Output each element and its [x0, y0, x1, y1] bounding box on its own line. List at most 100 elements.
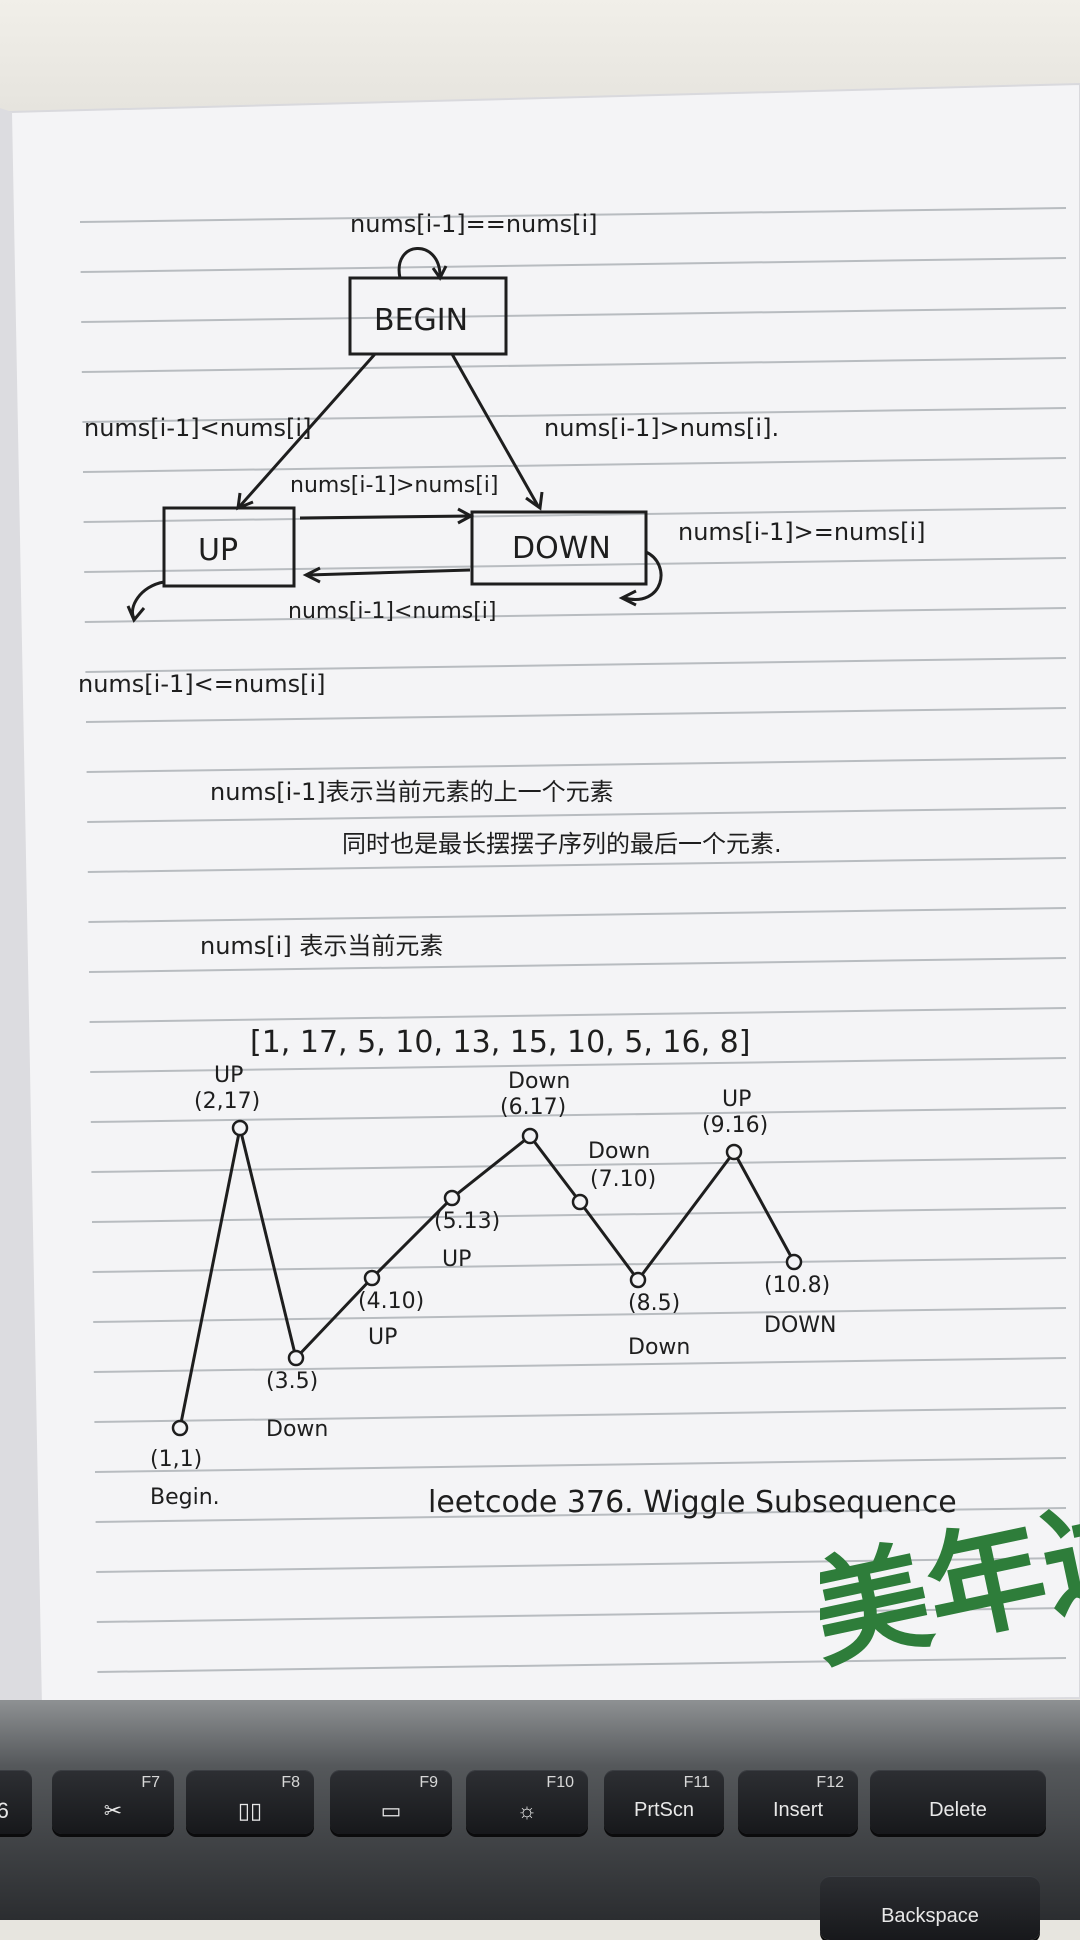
key-fn-label: F12 [816, 1774, 844, 1791]
notes: nums[i-1]表示当前元素的上一个元素 同时也是最长摆摆子序列的最后一个元素… [200, 778, 782, 1060]
ruled-line [87, 807, 1067, 823]
label-down-to-up: nums[i-1]<nums[i] [288, 599, 496, 624]
keyboard-key[interactable]: F7✂ [52, 1770, 174, 1834]
point-state: Down [266, 1417, 328, 1442]
wiggle-point [629, 1271, 647, 1289]
state-up: UP [198, 533, 238, 568]
svg-text:美年达: 美年达 [820, 1480, 1080, 1680]
wiggle-point [443, 1189, 461, 1207]
ruled-line [94, 1457, 1067, 1473]
state-labels: BEGIN UP DOWN nums[i-1]==nums[i] nums[i-… [78, 210, 926, 698]
key-label: Delete [929, 1799, 987, 1821]
wiggle-point [521, 1127, 539, 1145]
label-begin-to-down: nums[i-1]>nums[i]. [544, 414, 779, 442]
ruled-line [82, 457, 1067, 473]
point-state: UP [214, 1063, 243, 1088]
label-begin-self-loop: nums[i-1]==nums[i] [350, 210, 598, 238]
key-fn-label: F11 [683, 1774, 710, 1791]
ruled-line [86, 757, 1067, 773]
key-backspace[interactable]: Backspace [820, 1876, 1040, 1940]
key-fn-label: F10 [546, 1774, 574, 1791]
ruled-line [81, 307, 1067, 323]
state-begin: BEGIN [374, 303, 468, 338]
key-fn-label: F8 [281, 1774, 300, 1791]
point-state: Begin. [150, 1485, 220, 1510]
ruled-line [85, 657, 1067, 673]
point-coordinate: (2,17) [194, 1089, 260, 1114]
point-coordinate: (8.5) [628, 1291, 680, 1316]
ruled-line [92, 1257, 1067, 1273]
point-coordinate: (1,1) [150, 1447, 202, 1472]
ruled-line [95, 1507, 1067, 1523]
ruled-line [83, 507, 1067, 523]
point-state: Down [628, 1335, 690, 1360]
point-state: UP [442, 1247, 471, 1272]
key-label: Insert [772, 1799, 824, 1821]
wiggle-line [178, 1127, 796, 1429]
wiggle-point [231, 1119, 249, 1137]
note-line-2: 同时也是最长摆摆子序列的最后一个元素. [342, 830, 782, 858]
ruled-line [85, 707, 1067, 723]
wiggle-point [725, 1143, 743, 1161]
ruled-line [91, 1207, 1067, 1223]
key-fn-label: F9 [419, 1774, 438, 1791]
ruled-line [90, 1057, 1067, 1073]
point-state: DOWN [764, 1313, 836, 1338]
point-state: Down [508, 1069, 570, 1094]
ruled-line [80, 257, 1067, 273]
ruled-line [93, 1307, 1067, 1323]
array-text: [1, 17, 5, 10, 13, 15, 10, 5, 16, 8] [250, 1025, 750, 1060]
key-label: ☼ [516, 1798, 538, 1823]
point-state: UP [368, 1325, 397, 1350]
point-state: Down [588, 1139, 650, 1164]
keyboard-key[interactable]: Delete [870, 1770, 1046, 1834]
ruled-line [82, 407, 1067, 423]
watermark-logo: 美年达 [799, 1477, 1080, 1686]
key-label: ✂ [103, 1798, 123, 1823]
point-coordinate: (3.5) [266, 1369, 318, 1394]
ruled-line [93, 1357, 1067, 1373]
wiggle-point [571, 1193, 589, 1211]
key-label: ▭ [380, 1798, 402, 1823]
ruled-line [88, 907, 1067, 923]
keyboard-key[interactable]: F8 ▯▯ [186, 1770, 314, 1834]
point-coordinate: (4.10) [358, 1289, 424, 1314]
ruled-line [96, 1557, 1067, 1573]
ruled-line [97, 1657, 1067, 1673]
point-coordinate: (5.13) [434, 1209, 500, 1234]
point-coordinate: (7.10) [590, 1167, 656, 1192]
label-up-to-down: nums[i-1]>nums[i] [290, 473, 498, 498]
label-down-self-loop: nums[i-1]>=nums[i] [678, 518, 926, 546]
footer-title: leetcode 376. Wiggle Subsequence [428, 1485, 957, 1520]
key-label: F6 [0, 1798, 9, 1823]
label-up-self-loop: nums[i-1]<=nums[i] [78, 670, 326, 698]
wiggle-chart: (1,1)Begin.(2,17)UP(3.5)Down(4.10)UP(5.1… [150, 1063, 836, 1510]
ruled-line [94, 1407, 1067, 1423]
wiggle-point [287, 1349, 305, 1367]
ruled-line [90, 1107, 1067, 1123]
ruled-line [91, 1157, 1067, 1173]
ruled-line [89, 1007, 1067, 1023]
ruled-line [96, 1607, 1067, 1623]
ruled-line [87, 857, 1067, 873]
ruled-lines [79, 207, 1067, 1673]
key-label: ▯▯ [237, 1798, 263, 1823]
keyboard-key[interactable]: F9 ▭ [330, 1770, 452, 1834]
point-coordinate: (10.8) [764, 1273, 830, 1298]
point-coordinate: (6.17) [500, 1095, 566, 1120]
ruled-line [79, 207, 1067, 223]
point-coordinate: (9.16) [702, 1113, 768, 1138]
ruled-line [84, 607, 1067, 623]
label-begin-to-up: nums[i-1]<nums[i] [84, 414, 311, 442]
state-down: DOWN [512, 531, 611, 566]
key-label: PrtScn [633, 1799, 695, 1821]
ruled-line [81, 357, 1067, 373]
point-state: UP [722, 1087, 751, 1112]
wiggle-point [785, 1253, 803, 1271]
keyboard-key[interactable]: F6 [0, 1770, 32, 1834]
keyboard-key[interactable]: F10 ☼ [466, 1770, 588, 1834]
wiggle-point [171, 1419, 189, 1437]
